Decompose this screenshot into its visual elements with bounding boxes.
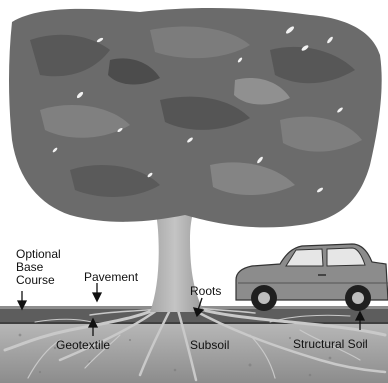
label-structural-soil: Structural Soil [293, 337, 368, 351]
label-subsoil: Subsoil [190, 338, 230, 352]
label-optional-base-course: Optional Base Course [16, 247, 61, 287]
tree-canopy [9, 8, 382, 228]
arrow-down-icon [91, 292, 103, 303]
label-geotextile: Geotextile [56, 338, 111, 352]
label-roots: Roots [190, 284, 222, 298]
label-arrows [16, 283, 366, 336]
pavement-layer [0, 308, 388, 324]
arrow-up-icon [354, 310, 366, 321]
geotextile-layer [0, 322, 388, 324]
car-illustration [235, 243, 388, 311]
arrow-down-icon [192, 307, 205, 318]
arrow-down-icon [16, 300, 28, 311]
root-system [3, 303, 387, 382]
label-pavement: Pavement [84, 270, 139, 284]
soil-texture [18, 333, 367, 377]
arrow-up-icon [87, 317, 99, 328]
